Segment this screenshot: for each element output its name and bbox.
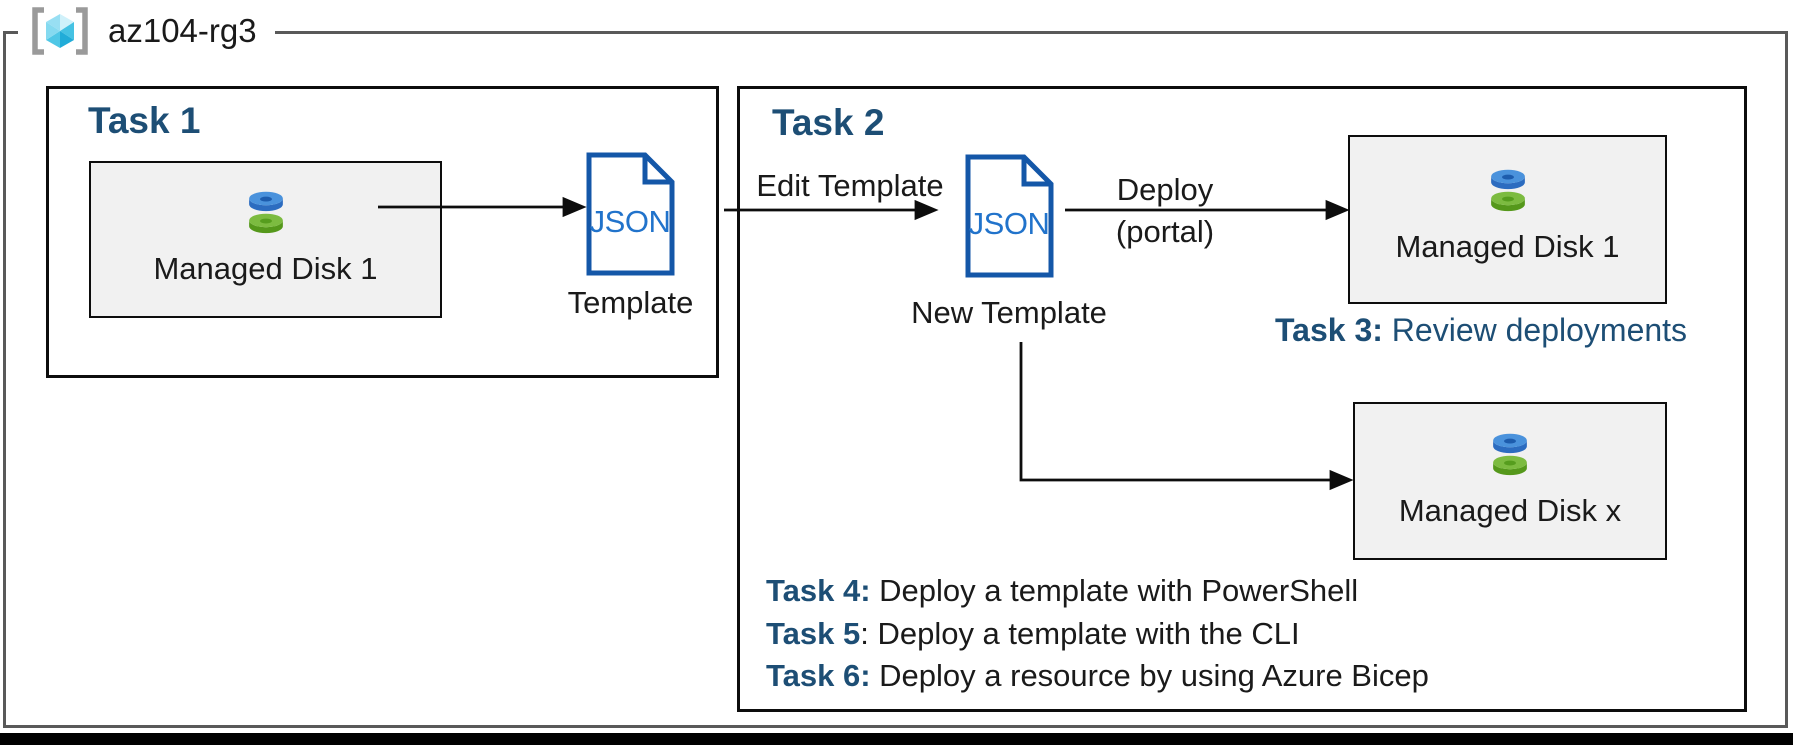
json-file-icon: JSON: [586, 152, 675, 276]
task4-prefix: Task 4:: [766, 573, 871, 608]
managed-disk-1-label: Managed Disk 1: [153, 251, 378, 286]
managed-disk-1-box-task2: Managed Disk 1: [1348, 135, 1667, 304]
managed-disk-1-box: Managed Disk 1: [89, 161, 442, 318]
task2-title: Task 2: [772, 102, 885, 143]
task5-line: Task 5: Deploy a template with the CLI: [766, 613, 1429, 656]
managed-disk-1-task2-label: Managed Disk 1: [1395, 229, 1620, 264]
managed-disk-icon: [1490, 169, 1525, 212]
deploy-label: Deploy: [1116, 172, 1214, 207]
cube-facets: [46, 14, 74, 48]
managed-disk-icon: [1493, 433, 1527, 476]
resource-group-cube-icon: [32, 7, 88, 55]
task3-caption: Task 3: Review deployments: [1275, 312, 1687, 349]
task6-line: Task 6: Deploy a resource by using Azure…: [766, 655, 1429, 698]
managed-disk-x-label: Managed Disk x: [1398, 493, 1622, 528]
task5-prefix: Task 5: [766, 615, 861, 651]
task4-text: Deploy a template with PowerShell: [870, 573, 1359, 608]
task6-text: Deploy a resource by using Azure Bicep: [870, 658, 1429, 693]
task3-text: Review deployments: [1382, 312, 1688, 348]
json-file-text-2: JSON: [969, 206, 1050, 241]
deploy-portal-label: (portal): [1115, 214, 1215, 249]
task1-title: Task 1: [88, 100, 201, 141]
template-label: Template: [567, 285, 694, 320]
resource-group-border: [3, 31, 1788, 728]
task4-line: Task 4: Deploy a template with PowerShel…: [766, 570, 1429, 613]
json-file-icon-2: JSON: [965, 154, 1054, 278]
task-list: Task 4: Deploy a template with PowerShel…: [766, 570, 1429, 698]
resource-group-name: az104-rg3: [108, 12, 257, 49]
task6-prefix: Task 6:: [766, 658, 871, 693]
bracket-left: [32, 7, 44, 55]
task3-prefix: Task 3:: [1275, 312, 1383, 348]
resource-group-header: az104-rg3: [18, 0, 275, 62]
json-file-text: JSON: [590, 204, 671, 239]
managed-disk-icon: [248, 191, 283, 234]
task5-text: : Deploy a template with the CLI: [860, 615, 1300, 651]
bracket-right: [76, 7, 88, 55]
managed-disk-x-box: Managed Disk x: [1353, 402, 1667, 560]
bottom-black-bar: [0, 733, 1793, 745]
new-template-label: New Template: [911, 295, 1107, 330]
edit-template-label: Edit Template: [756, 168, 944, 203]
